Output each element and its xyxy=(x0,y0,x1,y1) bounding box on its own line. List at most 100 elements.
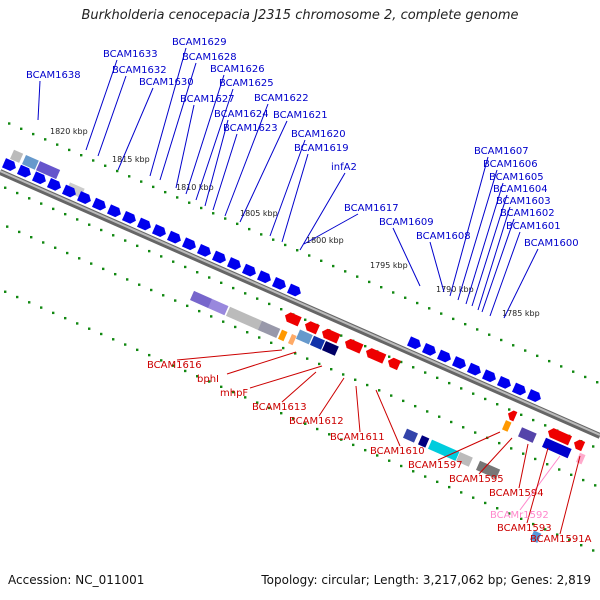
reverse-gene-label: BCAM1610 xyxy=(370,446,425,457)
forward-gene-arrow xyxy=(136,217,151,231)
forward-gene-label: BCAM1623 xyxy=(223,123,278,134)
forward-label-leader xyxy=(212,133,238,211)
tick-row-dot xyxy=(16,191,19,195)
tick-row-dot xyxy=(368,280,371,284)
forward-gene-arrow xyxy=(31,171,46,185)
tick-row-dot xyxy=(436,376,439,380)
tick-row-dot xyxy=(364,344,367,348)
gene-block xyxy=(21,154,39,170)
reverse-gene-label: BCAMr1592 xyxy=(490,510,549,521)
tick-row-dot xyxy=(512,344,515,347)
reverse-label-leader xyxy=(518,443,529,489)
tick-row-dot xyxy=(592,445,595,448)
tick-row-dot xyxy=(380,286,383,289)
label-leaders xyxy=(37,47,581,535)
tick-row-dot xyxy=(272,238,275,241)
tick-row-dot xyxy=(500,338,503,342)
forward-label-leader xyxy=(175,104,195,189)
forward-gene-arrow xyxy=(1,158,16,171)
tick-row-dot xyxy=(560,365,563,368)
tick-row-dot xyxy=(534,457,537,461)
tick-row-dot xyxy=(236,222,239,226)
tick-row-dot xyxy=(462,426,465,429)
tick-row-dot xyxy=(66,251,69,255)
tick-row-dot xyxy=(18,230,21,234)
reverse-gene-label: BCAM1593 xyxy=(497,523,552,534)
forward-label-leader xyxy=(195,88,234,201)
tick-row-dot xyxy=(448,381,451,385)
tick-row-dot xyxy=(280,308,283,311)
tick-row-dot xyxy=(32,132,35,136)
reverse-label-leader xyxy=(355,385,361,433)
tick-row-dot xyxy=(428,307,431,310)
tick-row-dot xyxy=(174,299,177,302)
forward-gene-arrow xyxy=(211,250,226,264)
tick-row-dot xyxy=(246,331,249,334)
forward-gene-arrow xyxy=(196,243,211,257)
gene-block xyxy=(295,329,313,345)
tick-row-dot xyxy=(88,327,91,330)
forward-gene-arrow xyxy=(181,237,196,251)
tick-row-dot xyxy=(520,413,523,416)
forward-label-leader xyxy=(477,206,511,311)
forward-gene-label: BCAM1608 xyxy=(416,231,471,242)
tick-row-dot xyxy=(568,538,571,542)
reverse-label-leader xyxy=(526,447,549,524)
forward-gene-arrow xyxy=(286,283,301,297)
tick-row-dot xyxy=(102,267,105,271)
tick-row-dot xyxy=(460,491,463,494)
forward-gene-label: BCAM1605 xyxy=(489,172,544,183)
gene-block xyxy=(207,298,229,316)
forward-label-leader xyxy=(471,194,508,307)
tick-row-dot xyxy=(126,278,129,281)
reverse-gene-label: BCAM1595 xyxy=(449,474,504,485)
tick-row-dot xyxy=(160,359,163,362)
tick-row-dot xyxy=(136,244,139,248)
tick-row-dot xyxy=(472,496,475,499)
forward-label-leader xyxy=(37,80,41,121)
forward-gene-arrow xyxy=(451,356,466,369)
tick-row-dot xyxy=(304,318,307,321)
forward-gene-arrow xyxy=(46,177,61,191)
tick-row-dot xyxy=(570,473,573,476)
tick-row-dot xyxy=(316,427,319,431)
tick-row-dot xyxy=(6,225,9,228)
gene-block xyxy=(501,420,512,432)
tick-row-dot xyxy=(148,353,151,357)
tick-label: 1815 kbp xyxy=(112,155,150,164)
forward-label-leader xyxy=(465,182,504,305)
forward-gene-arrow xyxy=(61,184,76,198)
forward-gene-arrow xyxy=(91,197,106,211)
tick-row-dot xyxy=(344,270,347,273)
reverse-gene-label: BCAM1594 xyxy=(489,488,544,499)
forward-gene-label: BCAM1601 xyxy=(506,221,561,232)
tick-row-dot xyxy=(232,286,235,290)
genome-summary-text: Topology: circular; Length: 3,217,062 bp… xyxy=(261,573,591,587)
forward-gene-arrow xyxy=(511,382,526,396)
forward-gene-label: BCAM1625 xyxy=(219,78,274,89)
reverse-label-leader xyxy=(519,455,561,511)
tick-row-dot xyxy=(196,271,199,274)
gene-block xyxy=(417,435,430,448)
reverse-gene-label: BCAM1612 xyxy=(289,416,344,427)
reverse-gene-label: BCAM1597 xyxy=(408,460,463,471)
tick-row-dot xyxy=(460,387,463,390)
forward-label-leader xyxy=(299,172,346,251)
gene-block xyxy=(9,149,24,163)
tick-row-dot xyxy=(536,354,539,358)
tick-row-dot xyxy=(220,281,223,284)
forward-gene-label: BCAM1619 xyxy=(294,143,349,154)
reverse-gene-label: BCAM1616 xyxy=(147,360,202,371)
forward-gene-arrow xyxy=(481,369,496,383)
tick-row-dot xyxy=(452,317,455,321)
forward-gene-arrow xyxy=(121,210,136,224)
gene-labels: BCAM1638BCAM1633BCAM1632BCAM1630BCAM1629… xyxy=(26,37,592,545)
tick-row-dot xyxy=(488,333,491,336)
forward-gene-arrow xyxy=(436,349,451,363)
forward-label-leader xyxy=(224,103,269,217)
tick-row-dot xyxy=(572,370,575,373)
tick-row-dot xyxy=(56,143,59,146)
tick-row-dot xyxy=(390,394,393,397)
tick-row-dot xyxy=(136,348,139,352)
forward-gene-label: BCAM1638 xyxy=(26,70,81,81)
